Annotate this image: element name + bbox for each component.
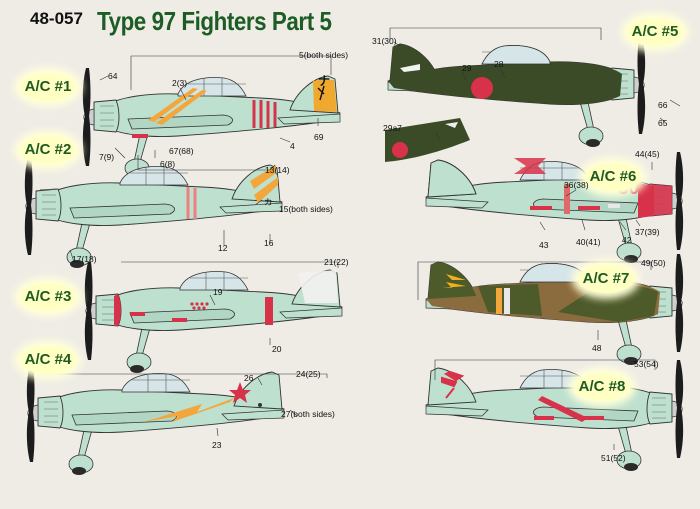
callout-number: 53(54)	[634, 359, 659, 369]
aircraft-1	[82, 67, 341, 180]
callout-number: 43	[539, 240, 549, 250]
callout-lines	[40, 27, 681, 450]
callout-number: 36(38)	[564, 180, 589, 190]
callout-number: 69	[314, 132, 324, 142]
callout-number: 21(22)	[324, 257, 349, 267]
callout-number: 7(9)	[99, 152, 115, 162]
callout-number: 27(both sides)	[281, 409, 335, 419]
callout-number: 37(39)	[635, 227, 660, 237]
badge-ac-7: A/C #7	[578, 265, 634, 293]
callout-number: 23	[212, 440, 222, 450]
callout-number: 12	[218, 243, 228, 253]
callout-number: 31(30)	[372, 36, 397, 46]
badge-ac-6: A/C #6	[585, 163, 641, 191]
badge-ac-8: A/C #8	[574, 373, 630, 401]
aircraft-6	[425, 151, 684, 264]
callout-number: 15(both sides)	[279, 204, 333, 214]
callout-number: 67(68)	[169, 146, 194, 156]
callout-number: 2(3)	[172, 78, 188, 88]
callout-number: 42	[622, 235, 632, 245]
badge-ac-4: A/C #4	[20, 346, 76, 374]
callout-number: 29	[462, 63, 472, 73]
callout-number: 28	[494, 59, 504, 69]
callout-number: 66	[658, 100, 668, 110]
sheet-title: Type 97 Fighters Part 5	[97, 6, 332, 36]
callout-number: 44(45)	[635, 149, 660, 159]
callout-number: 6(8)	[160, 159, 176, 169]
callout-number: 24(25)	[296, 369, 321, 379]
callout-number: 48	[592, 343, 602, 353]
callout-number: 4	[290, 141, 295, 151]
badge-ac-3: A/C #3	[20, 283, 76, 311]
callout-number: 26	[244, 373, 254, 383]
aircraft-7	[425, 253, 684, 366]
callout-number: 16	[264, 238, 274, 248]
aircraft-4	[26, 363, 285, 476]
aircraft-3	[84, 261, 343, 374]
aircraft-8	[425, 359, 684, 472]
callout-number: ナ	[318, 74, 331, 88]
badge-ac-2: A/C #2	[20, 136, 76, 164]
badge-ac-5: A/C #5	[627, 18, 683, 46]
callout-number: カ	[264, 197, 273, 207]
sheet-code: 48-057	[30, 9, 83, 28]
callout-number: 17(18)	[72, 254, 97, 264]
callout-number: 51(52)	[601, 453, 626, 463]
callout-number: 29a7	[383, 123, 402, 133]
callout-number: 5(both sides)	[299, 50, 349, 60]
aircraft-2	[24, 156, 283, 269]
callout-number: 19	[213, 287, 223, 297]
badge-ac-1: A/C #1	[20, 73, 76, 101]
callout-number: 20	[272, 344, 282, 354]
callout-number: 64	[108, 71, 118, 81]
callout-number: 13(14)	[265, 165, 290, 175]
aircraft-5-detail	[385, 118, 470, 162]
callout-number: 40(41)	[576, 237, 601, 247]
callout-number: 49(50)	[641, 258, 666, 268]
callout-number: 65	[658, 118, 668, 128]
aircraft-5	[387, 35, 646, 148]
